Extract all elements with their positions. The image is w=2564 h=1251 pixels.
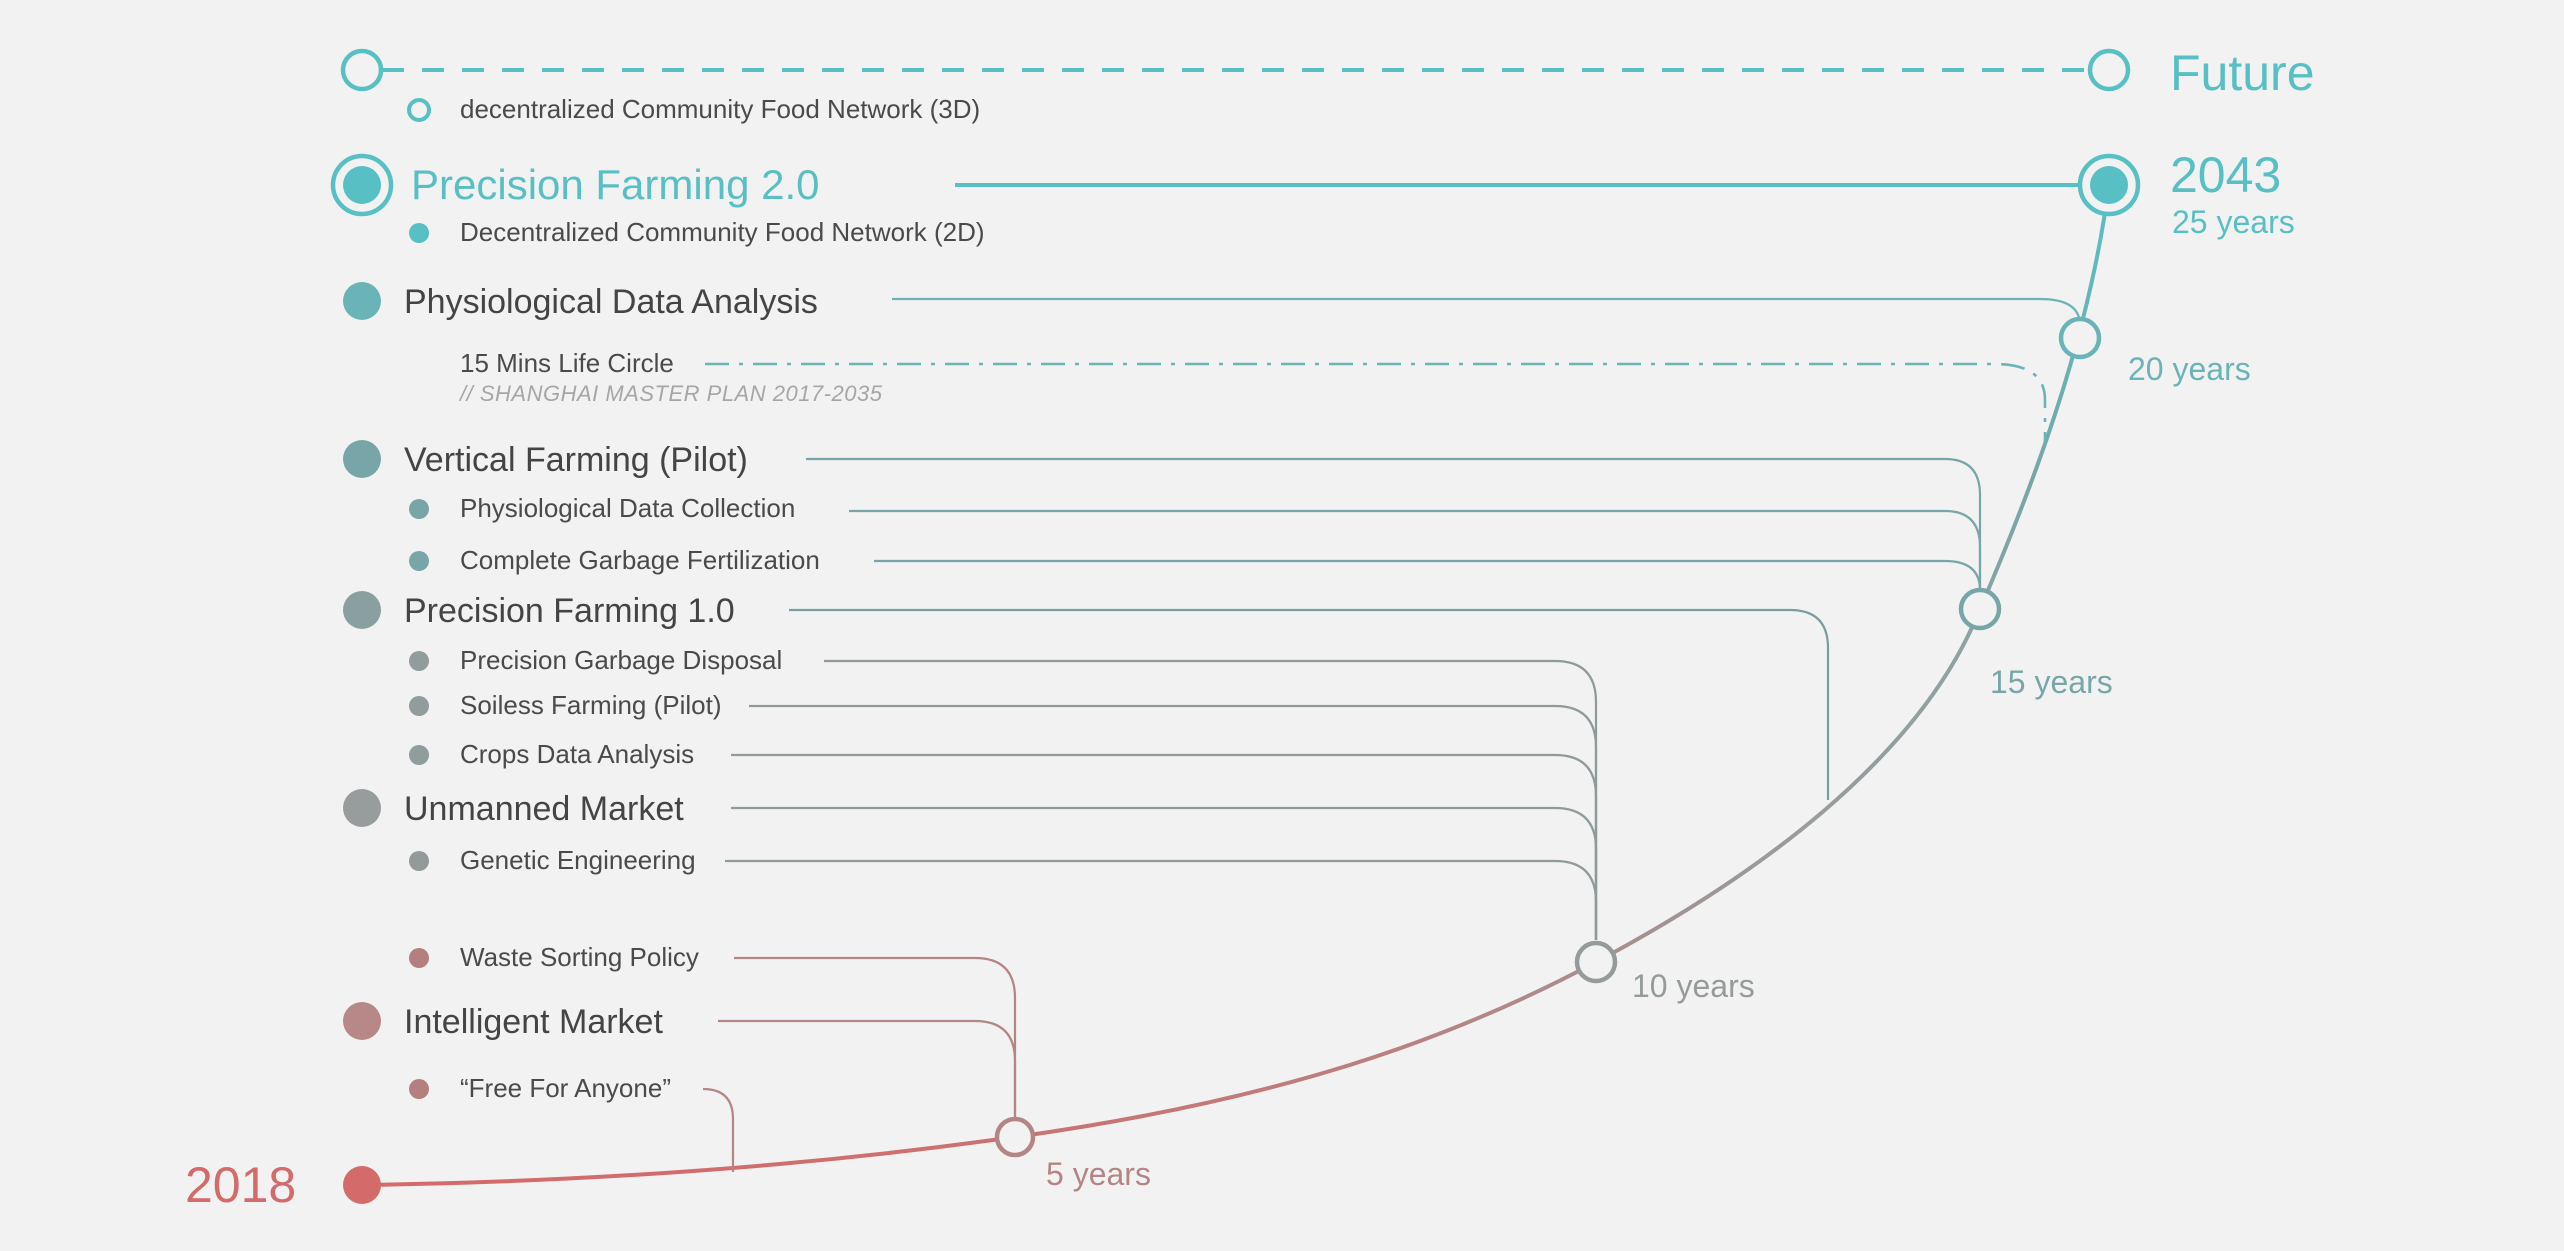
garbage-disposal-bullet [409,651,429,671]
physio-collection-bullet [409,499,429,519]
crops-data-bullet [409,745,429,765]
unmanned-label: Unmanned Market [404,790,684,828]
intelligent-label: Intelligent Market [404,1003,663,1041]
future-sub-label: decentralized Community Food Network (3D… [460,94,981,124]
future-end-node [2087,48,2131,92]
free-label: “Free For Anyone” [460,1073,671,1103]
unmanned-connector [731,806,1598,940]
dcfn2d-label: Decentralized Community Food Network (2D… [460,217,985,247]
physio-collection-connector [849,509,1982,590]
milestone-label-20y: 20 years [2128,351,2251,387]
future-label: Future [2170,45,2315,101]
growth-curve [361,184,2111,1187]
free-connector [702,1087,735,1172]
garbage-disposal-connector [824,659,1598,940]
pf1-connector [789,608,1830,800]
physio-analysis-label: Physiological Data Analysis [404,283,818,321]
life-circle-label: 15 Mins Life Circle [460,348,674,378]
master-plan-note: // SHANGHAI MASTER PLAN 2017-2035 [460,381,883,406]
genetic-label: Genetic Engineering [460,845,696,875]
waste-sorting-label: Waste Sorting Policy [460,942,699,972]
physio-analysis-bullet [343,282,381,320]
soilless-connector [749,704,1598,940]
milestone-label-10y: 10 years [1632,968,1755,1004]
physio-collection-label: Physiological Data Collection [460,493,796,523]
pf1-label: Precision Farming 1.0 [404,592,735,630]
dcfn2d-bullet [409,223,429,243]
pf2-bullet-inner [343,166,381,204]
unmanned-bullet [343,789,381,827]
future-start-node [340,48,384,92]
end-node-inner [2090,166,2128,204]
garbage-disposal-label: Precision Garbage Disposal [460,645,783,675]
intelligent-bullet [343,1002,381,1040]
milestone-node-10y [1574,940,1618,984]
milestone-node-20y [2058,316,2102,360]
start-year-label: 2018 [185,1157,297,1213]
vertical-farming-label: Vertical Farming (Pilot) [404,441,748,479]
free-bullet [409,1079,429,1099]
milestone-label-15y: 15 years [1990,664,2113,700]
vertical-farming-bullet [343,440,381,478]
garbage-fert-label: Complete Garbage Fertilization [460,545,820,575]
waste-sorting-bullet [409,948,429,968]
start-node [343,1166,381,1204]
future-sub-bullet [407,98,431,122]
pf2-label: Precision Farming 2.0 [411,161,820,208]
soilless-label: Soiless Farming (Pilot) [460,690,722,720]
end-year-label: 2043 [2170,147,2282,203]
crops-data-connector [731,753,1598,940]
end-duration-label: 25 years [2172,204,2295,240]
soilless-bullet [409,696,429,716]
physio-analysis-connector [892,297,2082,326]
garbage-fert-connector [874,559,1982,591]
genetic-bullet [409,851,429,871]
genetic-connector [725,859,1598,940]
milestone-node-5y [994,1116,1036,1158]
intelligent-connector [718,1019,1017,1118]
garbage-fert-bullet [409,551,429,571]
vertical-farming-connector [806,457,1982,590]
milestone-label-5y: 5 years [1046,1156,1151,1192]
waste-sorting-connector [734,956,1017,1118]
crops-data-label: Crops Data Analysis [460,739,695,769]
pf1-bullet [343,591,381,629]
life-circle-connector [705,362,2047,445]
milestone-node-15y [1958,587,2002,631]
